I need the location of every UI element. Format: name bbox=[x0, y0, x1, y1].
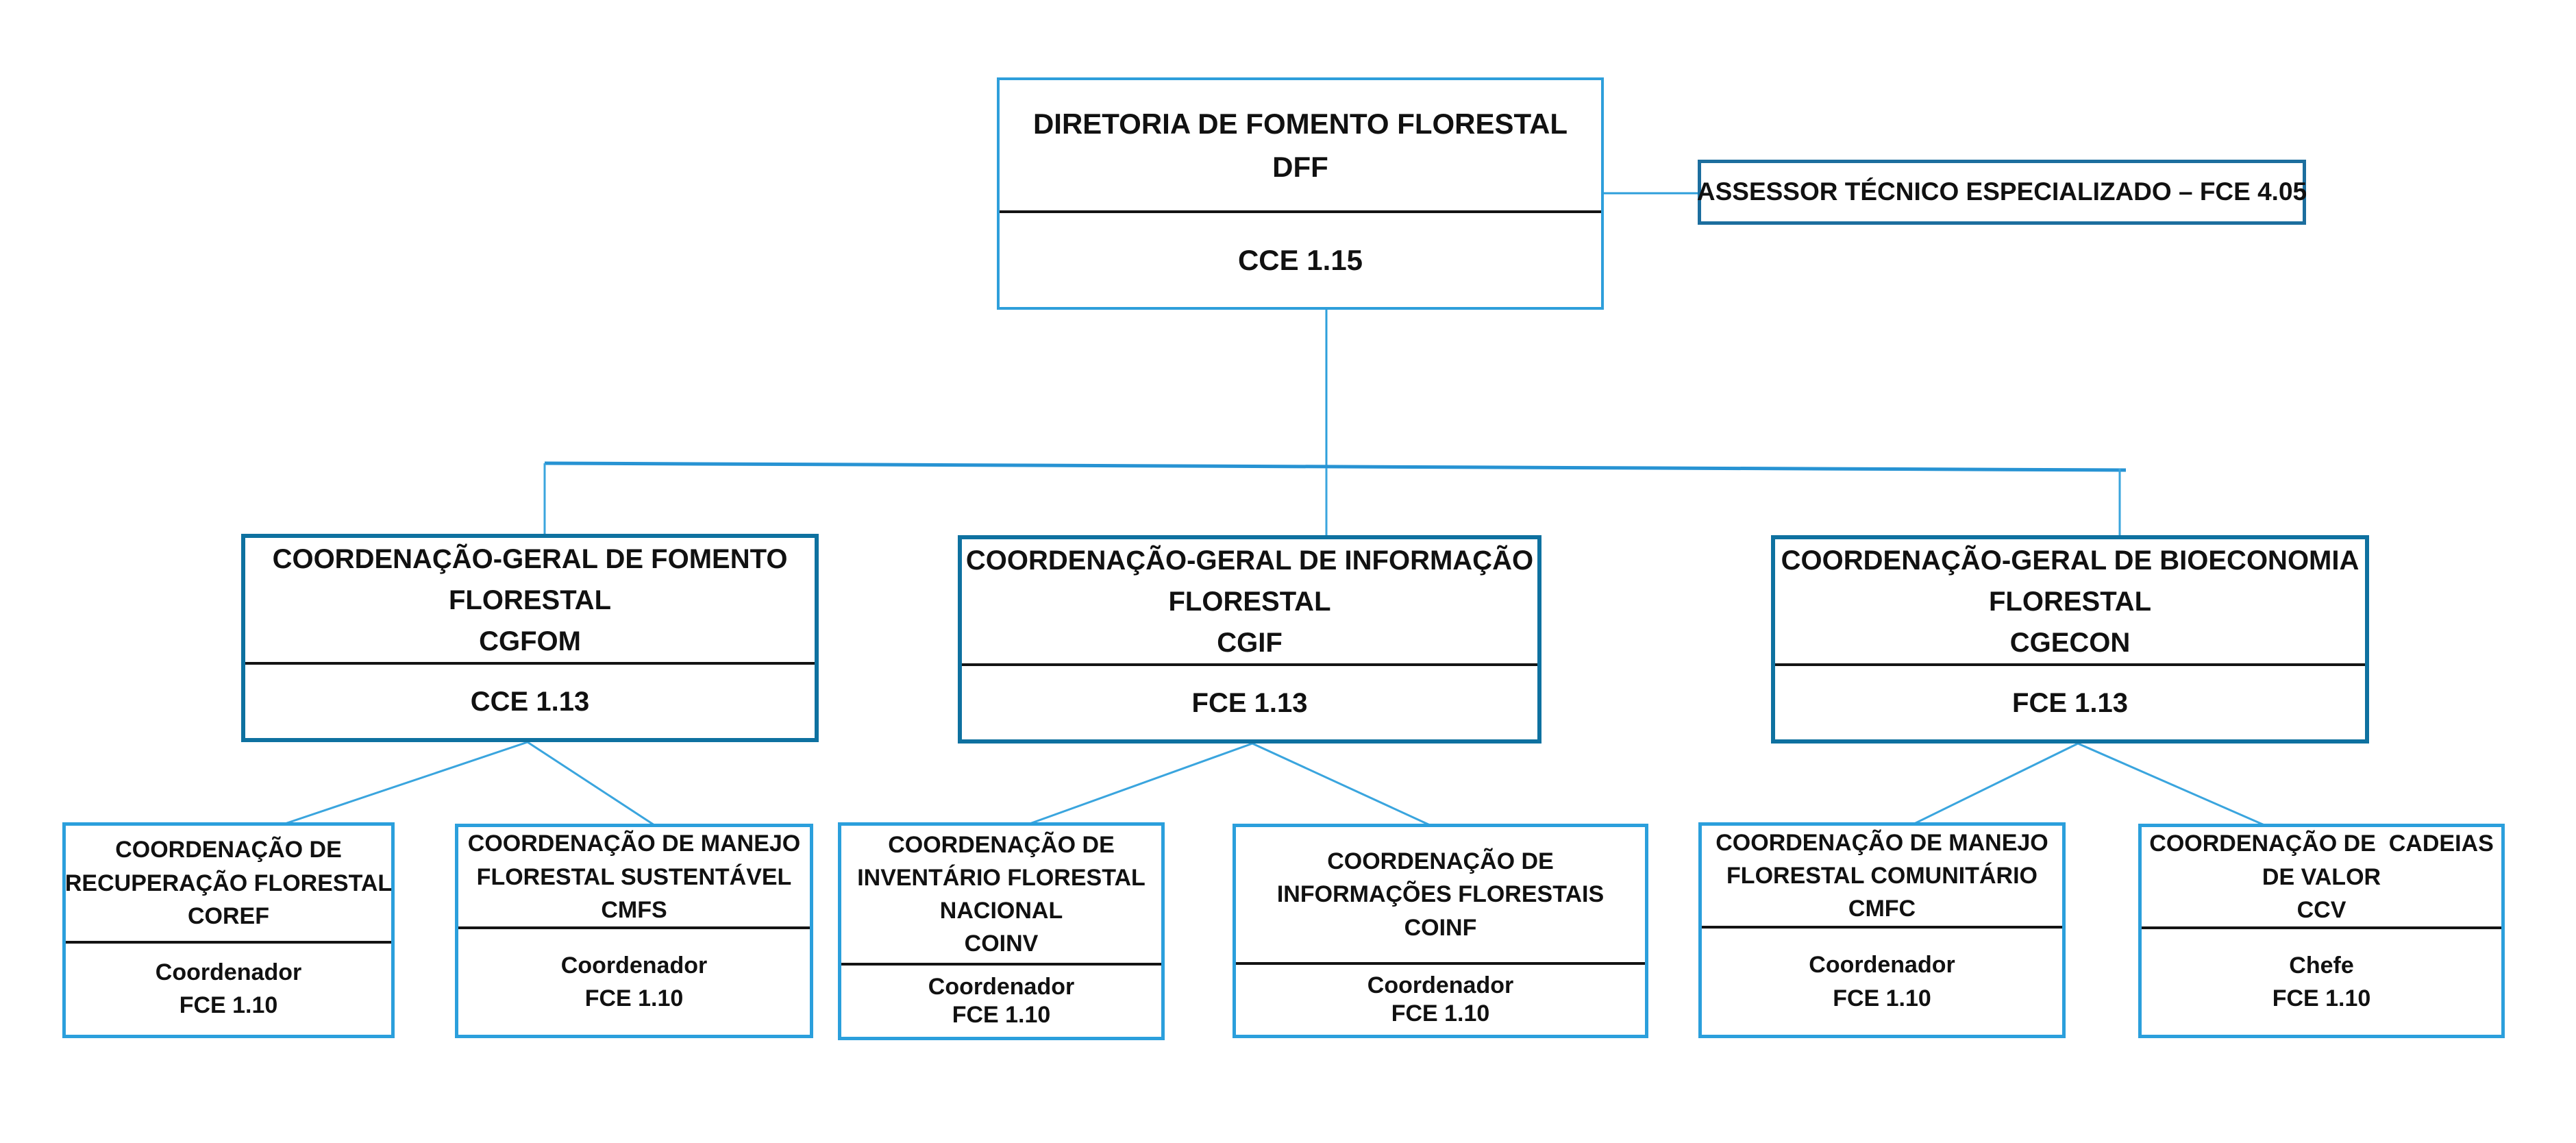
dff-role-section: CCE 1.15 bbox=[1000, 213, 1601, 307]
coref-title-section: COORDENAÇÃO DE RECUPERAÇÃO FLORESTAL COR… bbox=[64, 826, 393, 941]
cgecon-role-section: FCE 1.13 bbox=[1775, 666, 2365, 739]
cmfc-divider bbox=[1702, 926, 2062, 929]
cmfs-unit-name-2: FLORESTAL SUSTENTÁVEL bbox=[476, 863, 792, 890]
ccv-unit-name-2: DE VALOR bbox=[2262, 863, 2381, 890]
dff-grade: CCE 1.15 bbox=[1237, 244, 1363, 277]
coinv-role-title: Coordenador bbox=[928, 974, 1075, 1000]
coref-role-section: Coordenador FCE 1.10 bbox=[66, 944, 391, 1035]
coinf-role-title: Coordenador bbox=[1367, 972, 1514, 999]
ccv-unit-name: COORDENAÇÃO DE CADEIAS bbox=[2149, 831, 2494, 857]
cmfs-role-title: Coordenador bbox=[560, 952, 708, 979]
coinv-title-section: COORDENAÇÃO DE INVENTÁRIO FLORESTAL NACI… bbox=[841, 826, 1161, 963]
cgif-role-section: FCE 1.13 bbox=[962, 666, 1537, 739]
cgecon-unit-acronym: CGECON bbox=[2009, 627, 2131, 658]
coref-divider bbox=[66, 940, 391, 944]
cmfc-unit-acronym: CMFC bbox=[1848, 896, 1916, 922]
orgbox-coinv: COORDENAÇÃO DE INVENTÁRIO FLORESTAL NACI… bbox=[838, 822, 1165, 1040]
coinv-unit-name-2: INVENTÁRIO FLORESTAL bbox=[857, 864, 1145, 891]
coinv-unit-name-3: NACIONAL bbox=[939, 898, 1063, 924]
orgbox-cgfom: COORDENAÇÃO-GERAL DE FOMENTO FLORESTAL C… bbox=[241, 534, 819, 742]
orgbox-cgecon: COORDENAÇÃO-GERAL DE BIOECONOMIA FLOREST… bbox=[1771, 535, 2369, 743]
coinf-grade: FCE 1.10 bbox=[1391, 1000, 1490, 1027]
coinf-divider bbox=[1236, 961, 1645, 965]
cgif-grade: FCE 1.13 bbox=[1191, 687, 1308, 718]
coref-role-title: Coordenador bbox=[155, 959, 302, 986]
connector-cgfom-cmfs bbox=[527, 741, 655, 826]
coref-unit-acronym: COREF bbox=[188, 903, 269, 929]
cmfc-role-title: Coordenador bbox=[1809, 952, 1955, 979]
coref-grade: FCE 1.10 bbox=[179, 992, 278, 1019]
cmfs-unit-name: COORDENAÇÃO DE MANEJO bbox=[467, 831, 801, 857]
cmfc-unit-name: COORDENAÇÃO DE MANEJO bbox=[1716, 829, 2048, 856]
cmfs-unit-acronym: CMFS bbox=[601, 896, 667, 923]
dff-unit-acronym: DFF bbox=[1272, 151, 1328, 184]
ccv-grade: FCE 1.10 bbox=[2272, 985, 2371, 1012]
ccv-role-title: Chefe bbox=[2289, 952, 2354, 979]
ccv-divider bbox=[2142, 926, 2501, 930]
cmfs-role-section: Coordenador FCE 1.10 bbox=[458, 929, 810, 1035]
orgbox-assessor: ASSESSOR TÉCNICO ESPECIALIZADO – FCE 4.0… bbox=[1696, 160, 2307, 225]
connector-cgecon-cmfc bbox=[1914, 742, 2079, 825]
coinv-grade: FCE 1.10 bbox=[952, 1002, 1051, 1029]
cgecon-grade: FCE 1.13 bbox=[2012, 687, 2128, 718]
connector-cgecon-ccv bbox=[2077, 742, 2265, 826]
cgif-title-section: COORDENAÇÃO-GERAL DE INFORMAÇÃO FLORESTA… bbox=[962, 539, 1537, 663]
cgif-unit-name: COORDENAÇÃO-GERAL DE INFORMAÇÃO bbox=[965, 545, 1534, 576]
coinv-unit-name: COORDENAÇÃO DE bbox=[888, 831, 1115, 858]
cgecon-divider bbox=[1775, 663, 2365, 667]
dff-unit-name: DIRETORIA DE FOMENTO FLORESTAL bbox=[1032, 108, 1568, 140]
ccv-role-section: Chefe FCE 1.10 bbox=[2142, 929, 2501, 1035]
orgbox-dff: DIRETORIA DE FOMENTO FLORESTAL DFF CCE 1… bbox=[997, 77, 1604, 310]
coinf-unit-acronym: COINF bbox=[1404, 914, 1477, 941]
cmfs-grade: FCE 1.10 bbox=[584, 985, 684, 1012]
assessor-label: ASSESSOR TÉCNICO ESPECIALIZADO – FCE 4.0… bbox=[1696, 177, 2307, 206]
dff-divider bbox=[1000, 210, 1601, 214]
cgif-unit-name-2: FLORESTAL bbox=[1168, 586, 1331, 617]
cmfc-grade: FCE 1.10 bbox=[1833, 985, 1931, 1011]
cmfc-title-section: COORDENAÇÃO DE MANEJO FLORESTAL COMUNITÁ… bbox=[1702, 826, 2062, 926]
cmfs-title-section: COORDENAÇÃO DE MANEJO FLORESTAL SUSTENTÁ… bbox=[458, 827, 810, 926]
connector-children-horizontal bbox=[544, 461, 2127, 472]
connector-cgif-coinf bbox=[1252, 742, 1431, 826]
cgfom-unit-name: COORDENAÇÃO-GERAL DE FOMENTO bbox=[272, 543, 788, 574]
cgecon-title-section: COORDENAÇÃO-GERAL DE BIOECONOMIA FLOREST… bbox=[1775, 539, 2365, 663]
coinf-role-section: Coordenador FCE 1.10 bbox=[1236, 965, 1645, 1035]
coinf-unit-name: COORDENAÇÃO DE bbox=[1327, 848, 1554, 875]
cgecon-unit-name-2: FLORESTAL bbox=[1988, 586, 2151, 617]
orgbox-cmfs: COORDENAÇÃO DE MANEJO FLORESTAL SUSTENTÁ… bbox=[455, 824, 813, 1038]
orgbox-cgif: COORDENAÇÃO-GERAL DE INFORMAÇÃO FLORESTA… bbox=[958, 535, 1541, 743]
coinf-unit-name-2: INFORMAÇÕES FLORESTAIS bbox=[1276, 881, 1605, 908]
cmfs-divider bbox=[458, 926, 810, 930]
coinv-divider bbox=[841, 963, 1161, 966]
connector-cgfom-coref bbox=[284, 741, 528, 825]
connector-cgif-coinv bbox=[1029, 742, 1253, 825]
cgif-unit-acronym: CGIF bbox=[1217, 627, 1283, 658]
coinv-unit-acronym: COINV bbox=[964, 931, 1039, 957]
cgfom-unit-acronym: CGFOM bbox=[479, 626, 581, 656]
orgbox-ccv: COORDENAÇÃO DE CADEIAS DE VALOR CCV Chef… bbox=[2138, 824, 2505, 1038]
cmfc-role-section: Coordenador FCE 1.10 bbox=[1702, 929, 2062, 1035]
coinv-role-section: Coordenador FCE 1.10 bbox=[841, 966, 1161, 1037]
cgfom-role-section: CCE 1.13 bbox=[245, 665, 815, 738]
orgbox-cmfc: COORDENAÇÃO DE MANEJO FLORESTAL COMUNITÁ… bbox=[1698, 822, 2066, 1038]
cgfom-divider bbox=[245, 662, 815, 665]
cmfc-unit-name-2: FLORESTAL COMUNITÁRIO bbox=[1726, 863, 2038, 889]
orgbox-coinf: COORDENAÇÃO DE INFORMAÇÕES FLORESTAIS CO… bbox=[1233, 824, 1648, 1038]
cgfom-grade: CCE 1.13 bbox=[470, 686, 590, 717]
orgbox-coref: COORDENAÇÃO DE RECUPERAÇÃO FLORESTAL COR… bbox=[62, 822, 395, 1038]
cgecon-unit-name: COORDENAÇÃO-GERAL DE BIOECONOMIA bbox=[1781, 545, 2360, 576]
ccv-title-section: COORDENAÇÃO DE CADEIAS DE VALOR CCV bbox=[2142, 827, 2501, 926]
coref-unit-name: COORDENAÇÃO DE bbox=[115, 837, 342, 863]
cgfom-title-section: COORDENAÇÃO-GERAL DE FOMENTO FLORESTAL C… bbox=[245, 538, 815, 662]
cgif-divider bbox=[962, 663, 1537, 667]
coref-unit-name-2: RECUPERAÇÃO FLORESTAL bbox=[64, 870, 393, 896]
ccv-unit-acronym: CCV bbox=[2296, 896, 2346, 923]
coinf-title-section: COORDENAÇÃO DE INFORMAÇÕES FLORESTAIS CO… bbox=[1236, 827, 1645, 962]
dff-title-section: DIRETORIA DE FOMENTO FLORESTAL DFF bbox=[1000, 80, 1601, 210]
cgfom-unit-name-2: FLORESTAL bbox=[448, 585, 611, 615]
